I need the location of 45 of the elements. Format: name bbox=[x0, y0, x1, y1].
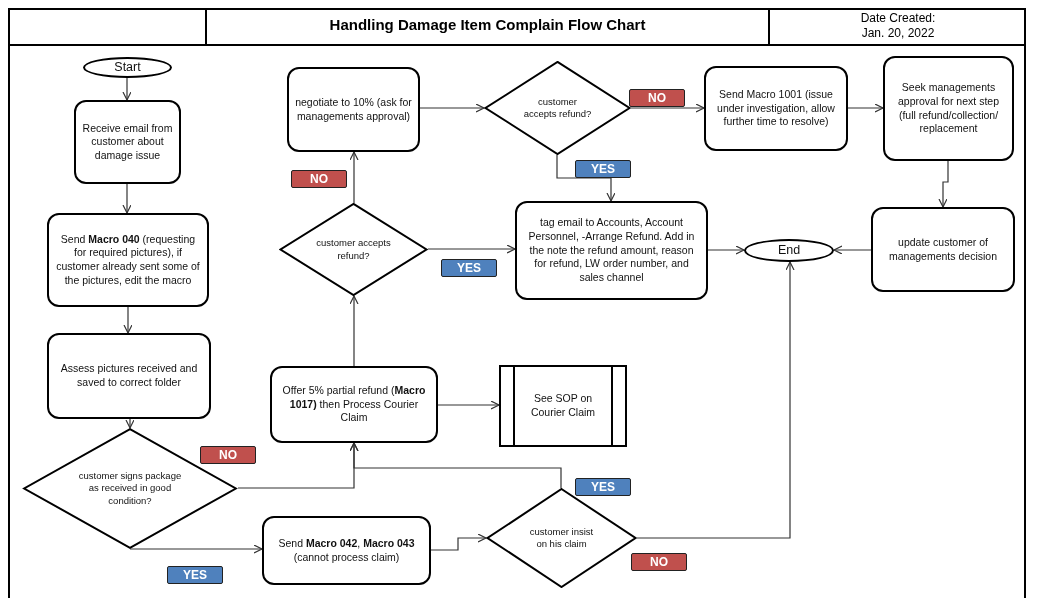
arrow bbox=[437, 400, 500, 410]
arrow bbox=[419, 103, 485, 113]
process-box: Seek managements approval for next step (full refund/collection/ replacement bbox=[883, 56, 1014, 161]
arrow bbox=[630, 103, 705, 113]
edge-label: YES bbox=[167, 566, 223, 584]
process-box: Send Macro 042, Macro 043 (cannot process claim) bbox=[262, 516, 431, 585]
edge-label: YES bbox=[575, 160, 631, 178]
arrow bbox=[349, 442, 562, 489]
arrow bbox=[122, 77, 132, 101]
date-text: Date Created: bbox=[859, 11, 937, 25]
process-box: update customer of managements decision bbox=[871, 207, 1015, 292]
arrow bbox=[123, 306, 133, 334]
process-box: Offer 5% partial refund (Macro 1017) then Process Courier Claim bbox=[270, 366, 438, 443]
arrow bbox=[556, 154, 616, 202]
arrow bbox=[847, 103, 884, 113]
arrow bbox=[833, 245, 872, 255]
process-box: Assess pictures received and saved to correct folder bbox=[47, 333, 211, 419]
process-box: Send Macro 1001 (issue under investigation, allow further time to resolve) bbox=[704, 66, 848, 151]
arrow bbox=[430, 533, 487, 551]
subprocess-box: See SOP on Courier Claim bbox=[499, 365, 627, 447]
edge-label: NO bbox=[631, 553, 687, 571]
arrow bbox=[349, 151, 359, 204]
edge-label: NO bbox=[629, 89, 685, 107]
date-text: Jan. 20, 2022 bbox=[860, 26, 936, 40]
arrow bbox=[122, 183, 132, 214]
arrow bbox=[707, 245, 745, 255]
process-box: Send Macro 040 (requesting for required pictures), if customer already sent some of the pictures, edit the macro bbox=[47, 213, 209, 307]
process-box: tag email to Accounts, Account Personnel, -Arrange Refund. Add in the note the refund amount, reason for refund, LW order number, and sales channel bbox=[515, 201, 708, 300]
terminal-oval: End bbox=[744, 239, 834, 262]
decision-diamond: customer accepts refund? bbox=[279, 203, 428, 296]
terminal-oval: Start bbox=[83, 57, 172, 78]
process-box: negotiate to 10% (ask for managements approval) bbox=[287, 67, 420, 152]
arrow bbox=[636, 261, 795, 539]
edge-label: NO bbox=[200, 446, 256, 464]
chart-title: Handling Damage Item Complain Flow Chart bbox=[328, 16, 647, 33]
arrow bbox=[938, 160, 949, 208]
decision-diamond: customer accepts refund? bbox=[484, 61, 631, 155]
arrow bbox=[129, 544, 263, 554]
edge-label: YES bbox=[575, 478, 631, 496]
arrow bbox=[427, 244, 516, 254]
arrow bbox=[349, 295, 359, 367]
process-box: Receive email from customer about damage issue bbox=[74, 100, 181, 184]
edge-label: NO bbox=[291, 170, 347, 188]
edge-label: YES bbox=[441, 259, 497, 277]
arrow bbox=[125, 418, 135, 429]
